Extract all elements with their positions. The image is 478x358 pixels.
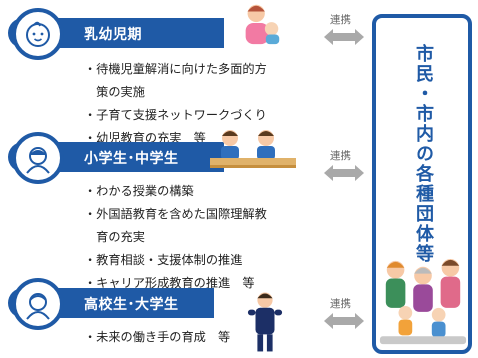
link-label-1: 連携 [330, 14, 351, 26]
stage-title-highschool: 高校生･大学生 [84, 297, 179, 313]
student-face-icon [26, 293, 50, 320]
stage-title-infant: 乳幼児期 [84, 27, 142, 43]
baby-face-icon [26, 21, 50, 47]
stage-items-elementary: ・わかる授業の構築 ・外国語教育を含めた国際理解教 育の充実 ・教育相談・支援体… [84, 180, 267, 295]
list-item: ・キャリア形成教育の推進 等 [84, 276, 255, 290]
community-title: 市民・市内の各種団体等 [413, 44, 434, 264]
list-item: ・未来の働き手の育成 等 [84, 330, 231, 344]
mother-baby-illustration [245, 4, 280, 45]
list-item: ・外国語教育を含めた国際理解教 [84, 207, 267, 221]
stage-items-infant: ・待機児童解消に向けた多面的方 策の実施 ・子育て支援ネットワークづくり ・幼児… [84, 58, 267, 150]
list-item: ・幼児教育の充実 等 [84, 131, 206, 145]
list-item: ・わかる授業の構築 [84, 184, 194, 198]
list-item: ・教育相談・支援体制の推進 [84, 253, 243, 267]
list-item: ・子育て支援ネットワークづくり [84, 108, 267, 122]
list-item: ・待機児童解消に向けた多面的方 [84, 62, 267, 76]
double-arrow-icon [324, 313, 364, 329]
stage-circle-highschool [12, 278, 64, 330]
students-at-desk-illustration [210, 130, 296, 168]
community-group-illustration [379, 258, 467, 345]
stage-items-highschool: ・未来の働き手の育成 等 [84, 326, 230, 349]
child-face-icon [26, 147, 50, 174]
list-item: 策の実施 [84, 85, 145, 99]
link-label-3: 連携 [330, 298, 351, 310]
stage-title-elementary: 小学生･中学生 [84, 151, 179, 167]
double-arrow-icon [324, 29, 364, 45]
double-arrow-icon [324, 165, 364, 181]
list-item: 育の充実 [84, 230, 145, 244]
link-label-2: 連携 [330, 150, 351, 162]
stage-circle-infant [12, 8, 64, 60]
stage-circle-elementary [12, 132, 64, 184]
graduate-illustration [247, 292, 283, 352]
